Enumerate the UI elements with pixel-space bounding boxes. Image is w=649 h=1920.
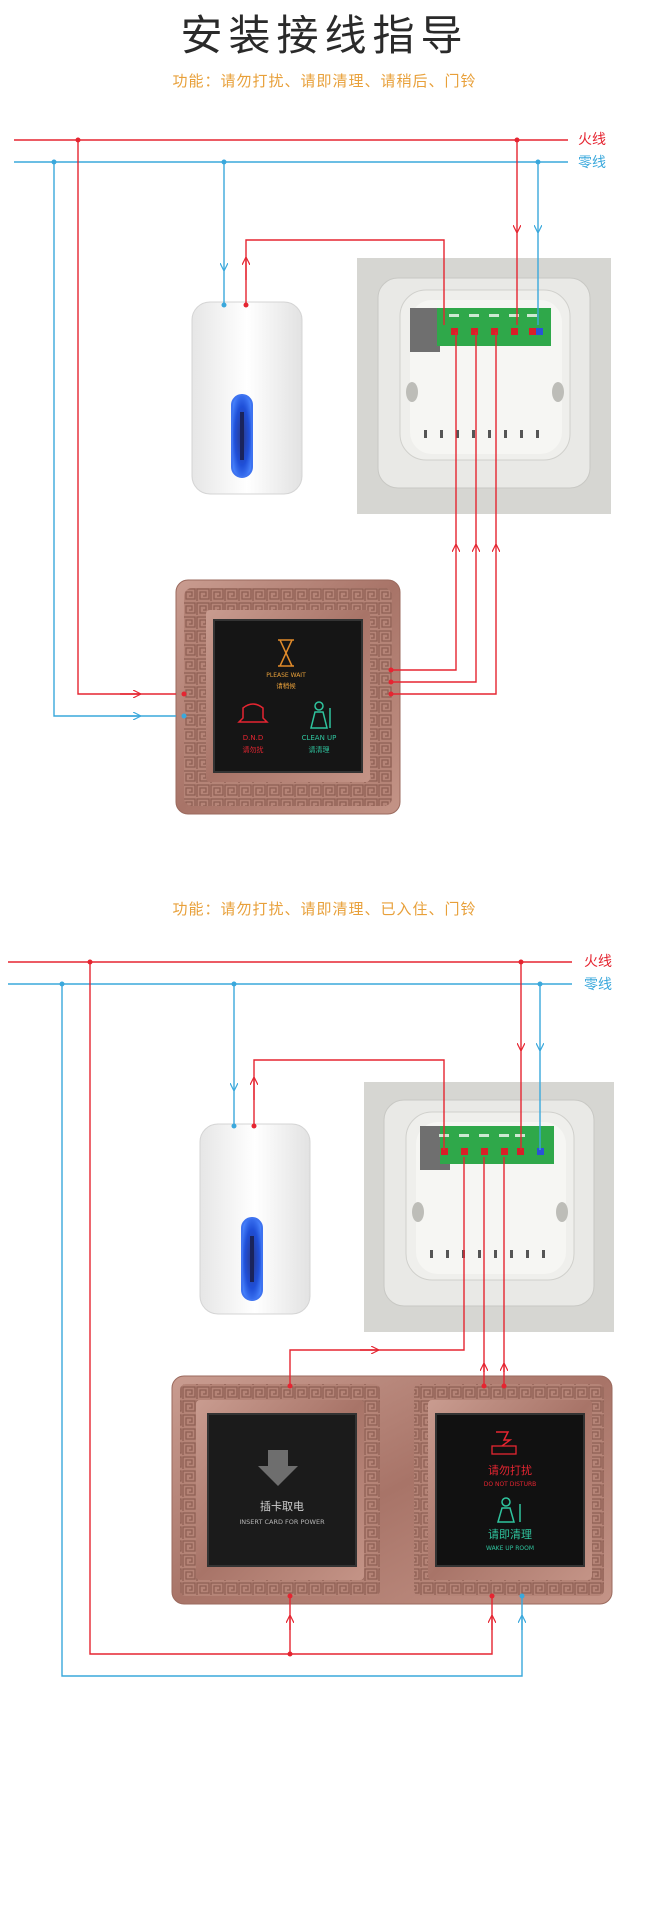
cleaner-icon	[310, 701, 331, 729]
relay-module-2	[364, 1082, 614, 1332]
status-bottom-en: WAKE UP ROOM	[486, 1545, 534, 1552]
relay-module-1	[357, 258, 611, 514]
neutral-label-1: 零线	[578, 155, 606, 171]
status-bottom-cn: 请即清理	[488, 1528, 532, 1541]
function-text-2: 功能：请勿打扰、请即清理、已入住、门铃	[172, 900, 477, 918]
bell-icon	[237, 703, 269, 723]
terminal-block-1	[437, 308, 551, 346]
doorbell-1	[191, 301, 303, 495]
junction-dots-1	[51, 137, 541, 165]
hourglass-icon	[278, 639, 294, 667]
section-1: 火线 零线	[14, 132, 611, 815]
panel1-left-cn: 请勿扰	[243, 745, 264, 754]
panel1-top-cn: 请稍候	[276, 681, 296, 690]
function-text-1: 功能：请勿打扰、请即清理、请稍后、门铃	[172, 72, 477, 90]
status-top-en: DO NOT DISTURB	[484, 1481, 537, 1488]
status-top-cn: 请勿打扰	[488, 1463, 532, 1477]
arrow-down-icon	[258, 1450, 298, 1486]
section-2: 火线 零线	[8, 954, 614, 1677]
neutral-label-2: 零线	[584, 977, 612, 993]
panel1-left-en: D.N.D	[243, 734, 263, 742]
card-slot[interactable]	[207, 1413, 357, 1567]
cleaning-icon	[497, 1497, 521, 1523]
live-label-2: 火线	[584, 954, 612, 970]
panel1-right-cn: 请清理	[309, 745, 330, 754]
doorbell-2	[199, 1123, 311, 1315]
sleep-icon	[496, 1431, 513, 1447]
bed-icon	[491, 1445, 517, 1455]
page-title: 安装接线指导	[180, 11, 469, 60]
card-panel-cn: 插卡取电	[260, 1499, 304, 1513]
service-panel-2: 插卡取电 INSERT CARD FOR POWER 请勿打扰 DO NOT D…	[171, 1375, 613, 1605]
panel1-top-en: PLEASE WAIT	[266, 672, 306, 679]
live-label-1: 火线	[578, 132, 606, 148]
panel1-right-en: CLEAN UP	[302, 734, 337, 742]
terminal-block-2	[440, 1126, 554, 1164]
card-panel-en: INSERT CARD FOR POWER	[239, 1518, 325, 1526]
service-panel-1: PLEASE WAIT 请稍候 D.N.D 请勿扰 CLEAN UP 请清理	[175, 579, 401, 815]
junction-dots-2	[59, 959, 543, 987]
